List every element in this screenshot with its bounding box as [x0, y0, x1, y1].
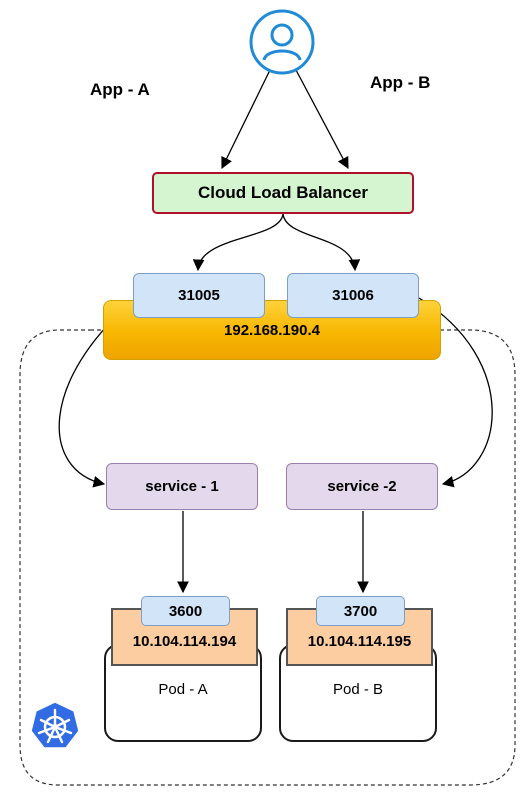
node-port-31005: 31005	[133, 273, 265, 318]
service-2: service -2	[286, 463, 438, 510]
arrow-user-to-lb-left	[221, 69, 271, 170]
cloud-load-balancer: Cloud Load Balancer	[152, 172, 414, 214]
pod-a-ip: 10.104.114.194	[111, 608, 258, 666]
kubernetes-icon	[29, 700, 81, 752]
service-1: service - 1	[106, 463, 258, 510]
arrow-user-to-lb-right	[295, 69, 349, 170]
app-b-label: App - B	[370, 73, 431, 92]
cluster-boundary	[19, 329, 516, 786]
user-icon	[249, 9, 315, 75]
pod-b-port: 3700	[316, 596, 405, 626]
arrow-lb-to-port-31006	[282, 213, 361, 272]
app-a-label: App - A	[90, 80, 150, 99]
arrow-lb-to-port-31005	[192, 213, 284, 272]
arrow-port-31006-to-service-2	[418, 297, 493, 488]
arrow-port-31005-to-service-1	[58, 299, 135, 488]
node-port-31006: 31006	[287, 273, 419, 318]
pod-a-port: 3600	[141, 596, 230, 626]
